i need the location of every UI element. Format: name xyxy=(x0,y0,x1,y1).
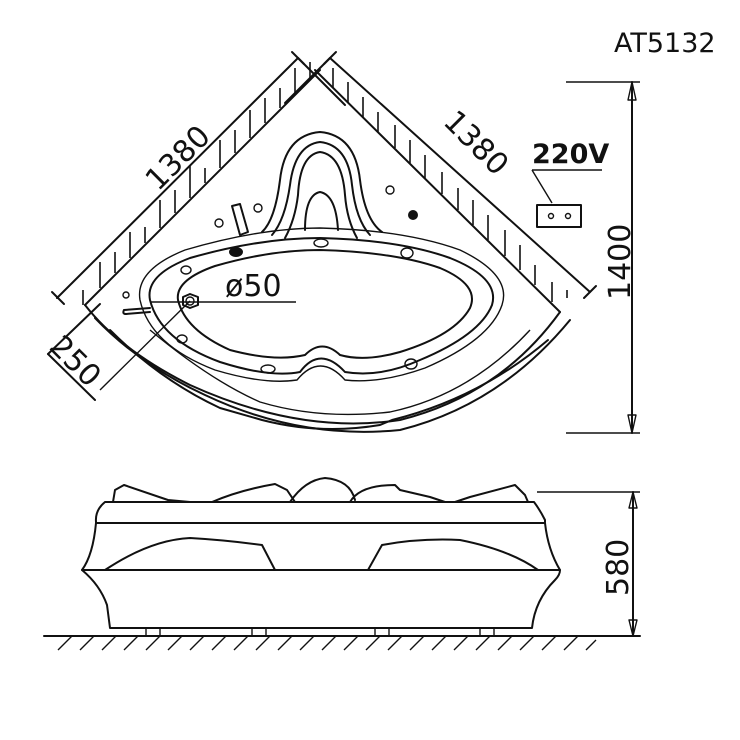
floor-hatch xyxy=(43,635,641,651)
power-supply: 220V xyxy=(531,139,609,228)
depth-label: 1400 xyxy=(603,224,638,300)
drain-icon xyxy=(182,293,199,309)
tub-basin xyxy=(138,227,505,382)
power-socket-icon xyxy=(536,204,582,228)
power-label: 220V xyxy=(532,139,609,170)
height-dim: 580 xyxy=(537,491,640,637)
jet-nozzle-icon xyxy=(180,265,192,275)
model-code: AT5132 xyxy=(614,28,716,59)
jet-nozzle-icon xyxy=(400,247,414,259)
wall-hatch-right xyxy=(332,68,568,302)
plan-view: ø50 250 1380 1380 220V 1400 xyxy=(42,51,640,434)
air-control-icon xyxy=(229,247,243,257)
corner-offset-dim: 250 xyxy=(42,303,108,401)
jet-nozzle-icon xyxy=(176,334,188,344)
button-icon xyxy=(408,210,418,220)
button-icon xyxy=(214,218,224,228)
faucet-icon xyxy=(231,203,249,236)
jet-nozzle-icon xyxy=(313,238,329,248)
dim-ticks xyxy=(51,51,597,305)
headrest xyxy=(261,131,383,239)
elevation-view: 580 xyxy=(43,477,641,651)
jets xyxy=(122,185,418,374)
wall-hatch-left xyxy=(82,62,311,305)
tub-legs xyxy=(145,627,495,637)
button-icon xyxy=(385,185,395,195)
drain-lever-icon xyxy=(122,307,151,315)
drain-diameter-label: ø50 xyxy=(225,269,282,304)
jet-nozzle-icon xyxy=(404,358,418,370)
wall-outline xyxy=(56,57,591,313)
button-icon xyxy=(122,291,130,299)
left-side-length-label: 1380 xyxy=(139,119,218,198)
depth-dim: 1400 xyxy=(566,81,640,434)
drain: ø50 xyxy=(99,269,296,391)
button-icon xyxy=(253,203,263,213)
tub-rim xyxy=(84,304,571,433)
jet-nozzle-icon xyxy=(260,364,276,374)
right-side-length-label: 1380 xyxy=(436,104,515,183)
corner-offset-label: 250 xyxy=(42,329,107,394)
height-label: 580 xyxy=(601,539,636,596)
